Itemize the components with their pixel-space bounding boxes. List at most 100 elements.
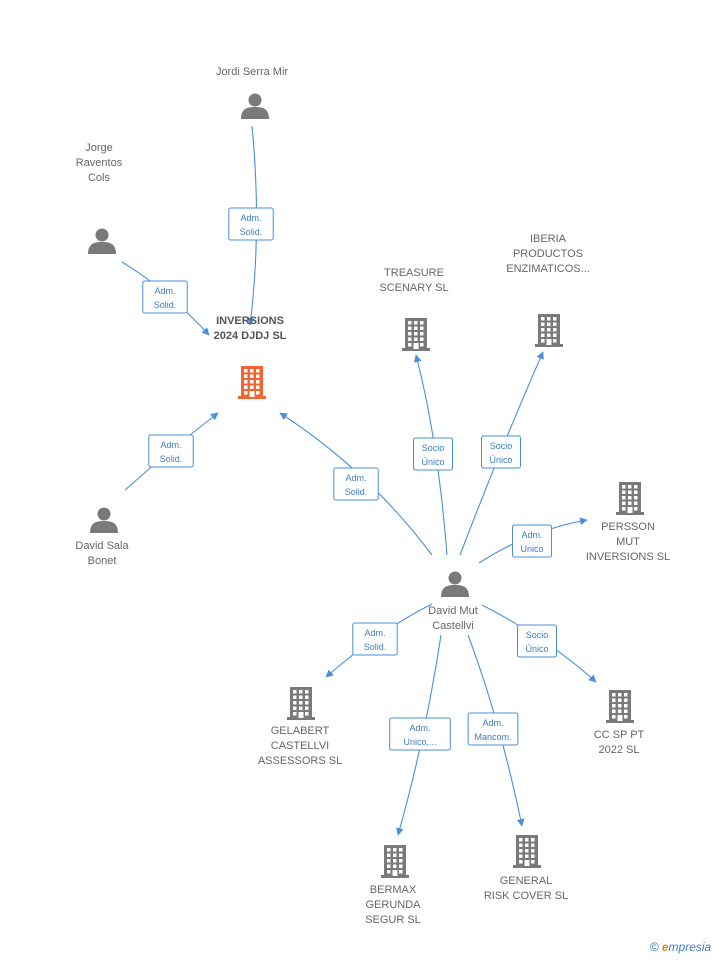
node-label: BERMAX bbox=[370, 884, 417, 896]
node-label: IBERIA bbox=[530, 233, 567, 245]
edge-label-text: Único bbox=[489, 455, 512, 465]
edge-label-text: Unico,... bbox=[403, 737, 436, 747]
edge-label-text: Adm. bbox=[482, 718, 503, 728]
copyright-icon: © bbox=[650, 940, 659, 954]
node-label: David Mut bbox=[428, 605, 478, 617]
node-ccsp[interactable]: CC SP PT 2022 SL bbox=[594, 690, 645, 756]
edge-label-text: Unico bbox=[520, 544, 543, 554]
edge-label-box[interactable] bbox=[352, 622, 398, 656]
edge-label-text: Adm. bbox=[154, 286, 175, 296]
edge-jorge-to-inversions: Adm. Solid. bbox=[121, 261, 210, 336]
edge-label-text: Mancom. bbox=[474, 732, 511, 742]
edge-label-text: Solid. bbox=[154, 300, 177, 310]
building-icon bbox=[238, 366, 266, 399]
edge-label-text: Adm. bbox=[409, 723, 430, 733]
node-label: Bonet bbox=[88, 555, 117, 567]
building-icon bbox=[616, 482, 644, 515]
edge-label-text: Adm. bbox=[160, 440, 181, 450]
node-label: INVERSIONS SL bbox=[586, 551, 670, 563]
edge-davidmut-to-bermax: Adm. Unico,... bbox=[389, 634, 451, 836]
node-persson[interactable]: PERSSON MUT INVERSIONS SL bbox=[586, 482, 670, 563]
node-label: MUT bbox=[616, 536, 640, 548]
edges-layer: Adm. Solid. Adm. Solid. Adm. Solid. Adm. Solid.… bbox=[121, 125, 597, 836]
edge-jordi-to-inversions: Adm.Solid. bbox=[228, 125, 274, 326]
node-label: TREASURE bbox=[384, 267, 444, 279]
node-label: SCENARY SL bbox=[379, 282, 448, 294]
building-icon bbox=[381, 845, 409, 878]
building-icon bbox=[402, 318, 430, 351]
edge-label-text: Adm. bbox=[521, 530, 542, 540]
edge-label-box[interactable] bbox=[228, 207, 274, 241]
edge-davidmut-to-gelabert: Adm. Solid. bbox=[325, 603, 433, 678]
edge-label-box[interactable] bbox=[481, 435, 521, 469]
node-label: RISK COVER SL bbox=[484, 890, 568, 902]
edge-label-box[interactable] bbox=[142, 280, 188, 314]
node-gelabert[interactable]: GELABERT CASTELLVI ASSESSORS SL bbox=[258, 687, 342, 767]
edge-label-text: Adm. bbox=[240, 213, 261, 223]
node-label: SEGUR SL bbox=[365, 914, 421, 926]
node-label: PERSSON bbox=[601, 521, 655, 533]
edge-label-box[interactable] bbox=[333, 467, 379, 501]
node-label: INVERSIONS bbox=[216, 315, 284, 327]
node-label: 2022 SL bbox=[599, 744, 640, 756]
node-inversions[interactable]: INVERSIONS 2024 DJDJ SL bbox=[214, 315, 287, 399]
edge-label-box[interactable] bbox=[512, 524, 552, 558]
node-treasure[interactable]: TREASURE SCENARY SL bbox=[379, 267, 449, 351]
node-label: Jordi Serra Mir bbox=[216, 66, 288, 78]
nodes-layer: INVERSIONS 2024 DJDJ SL Jordi Serra MirJor… bbox=[75, 66, 670, 926]
edge-label-text: Único bbox=[421, 457, 444, 467]
node-label: ASSESSORS SL bbox=[258, 755, 342, 767]
person-icon bbox=[441, 571, 469, 597]
person-icon bbox=[88, 228, 116, 254]
edge-label-box[interactable] bbox=[389, 717, 451, 751]
edge-label-text: Adm. bbox=[364, 628, 385, 638]
edge-label-box[interactable] bbox=[148, 434, 194, 468]
edge-label-box[interactable] bbox=[413, 437, 453, 471]
edge-label-text: Solid. bbox=[160, 454, 183, 464]
node-label: GELABERT bbox=[271, 725, 330, 737]
edge-label-text: Socio bbox=[422, 443, 445, 453]
node-label: CC SP PT bbox=[594, 729, 645, 741]
building-icon bbox=[535, 314, 563, 347]
footer-brand[interactable]: ©empresia bbox=[650, 940, 711, 954]
node-label: Raventos bbox=[76, 157, 123, 169]
edge-davidmut-to-inversions: Adm. Solid. bbox=[279, 412, 433, 556]
node-label: Jorge bbox=[85, 142, 113, 154]
edge-label-text: Adm. bbox=[345, 473, 366, 483]
building-icon bbox=[606, 690, 634, 723]
edge-davidsala-to-inversions: Adm. Solid. bbox=[124, 412, 219, 491]
node-label: David Sala bbox=[75, 540, 129, 552]
person-icon bbox=[241, 93, 269, 119]
node-label: 2024 DJDJ SL bbox=[214, 330, 287, 342]
edge-label-text: Único bbox=[525, 644, 548, 654]
building-icon bbox=[513, 835, 541, 868]
edge-label-text: Solid. bbox=[345, 487, 368, 497]
edge-label-text: Socio bbox=[490, 441, 513, 451]
edge-label-text: Socio bbox=[526, 630, 549, 640]
person-icon bbox=[90, 507, 118, 533]
node-iberia[interactable]: IBERIA PRODUCTOS ENZIMATICOS... bbox=[506, 233, 590, 347]
node-label: PRODUCTOS bbox=[513, 248, 583, 260]
node-label: Cols bbox=[88, 172, 111, 184]
edge-label-box[interactable] bbox=[517, 624, 557, 658]
node-label: CASTELLVI bbox=[271, 740, 330, 752]
node-label: Castellvi bbox=[432, 620, 474, 632]
brand-logo-e: e bbox=[661, 940, 669, 954]
edge-label-text: Solid. bbox=[364, 642, 387, 652]
node-bermax[interactable]: BERMAX GERUNDA SEGUR SL bbox=[365, 845, 421, 926]
edge-davidmut-to-general: Adm. Mancom. bbox=[467, 634, 525, 827]
edge-label-box[interactable] bbox=[467, 712, 519, 746]
node-jordi[interactable]: Jordi Serra Mir bbox=[216, 66, 288, 119]
node-label: GERUNDA bbox=[365, 899, 421, 911]
edge-davidmut-to-persson: Adm. Unico bbox=[478, 517, 588, 564]
brand-name: mpresia bbox=[668, 940, 712, 954]
node-label: ENZIMATICOS... bbox=[506, 263, 590, 275]
